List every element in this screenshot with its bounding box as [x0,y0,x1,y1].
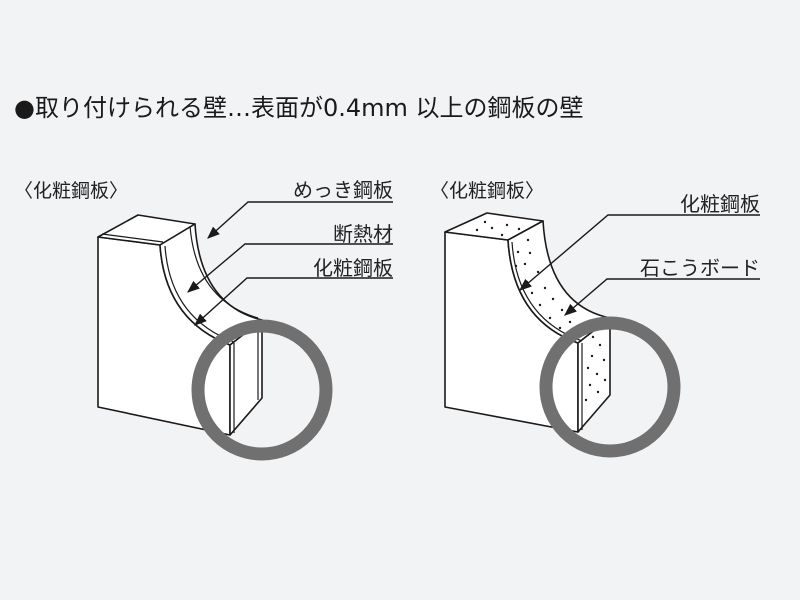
right-leader-lines [519,214,760,316]
label-insulation: 断熱材 [333,222,393,246]
label-decorative-steel: 化粧鋼板 [313,256,393,280]
label-decorative-steel-right: 化粧鋼板 [680,192,760,216]
left-highlight-circle [191,319,333,461]
label-plated-steel: めっき鋼板 [293,178,393,202]
left-wall-block [97,214,263,436]
label-gypsum-board: 石こうボード [640,256,760,280]
left-panel-caption: 〈化粧鋼板〉 [14,180,129,202]
right-highlight-circle [539,316,681,458]
left-leader-lines [187,201,393,326]
page-heading: ●取り付けられる壁…表面が0.4mm 以上の鋼板の壁 [14,94,584,122]
right-panel-caption: 〈化粧鋼板〉 [430,180,545,202]
